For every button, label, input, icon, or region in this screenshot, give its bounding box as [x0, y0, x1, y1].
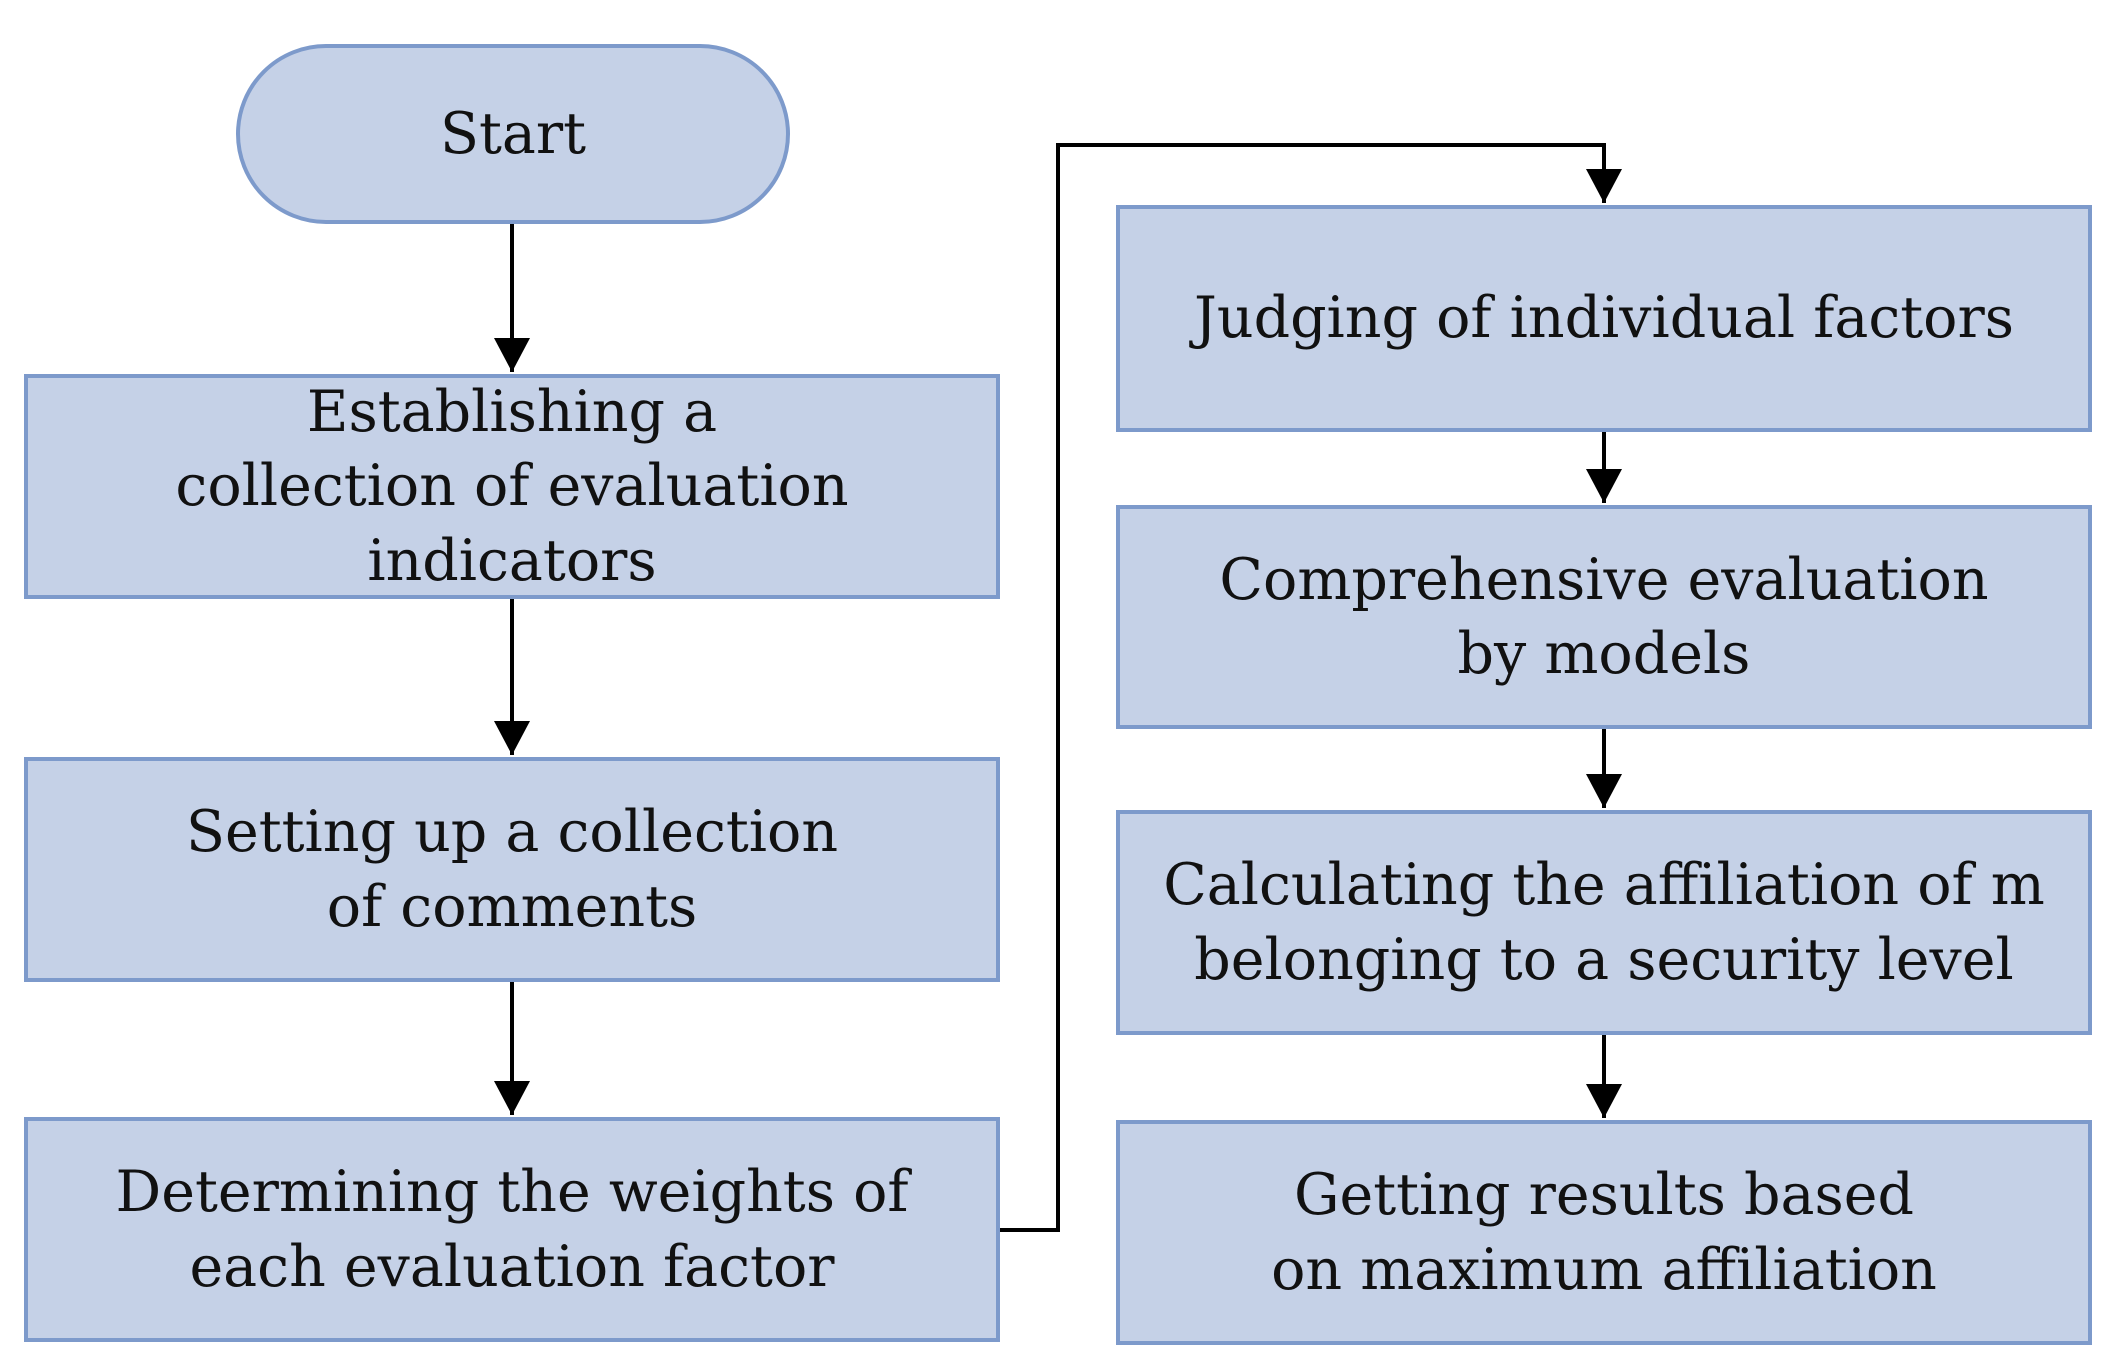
calculate-affiliation-node: Calculating the affiliation of m belongi…	[1116, 810, 2092, 1035]
arrow-weights-to-judging	[998, 143, 1622, 1232]
start-node: Start	[236, 44, 790, 224]
determine-weights-node: Determining the weights of each evaluati…	[24, 1117, 1000, 1342]
setup-comments-node: Setting up a collection of comments	[24, 757, 1000, 982]
judging-factors-node: Judging of individual factors	[1116, 205, 2092, 432]
establish-indicators-node: Establishing a collection of evaluation …	[24, 374, 1000, 599]
results-node: Getting results based on maximum affilia…	[1116, 1120, 2092, 1345]
comprehensive-evaluation-node: Comprehensive evaluation by models	[1116, 505, 2092, 729]
